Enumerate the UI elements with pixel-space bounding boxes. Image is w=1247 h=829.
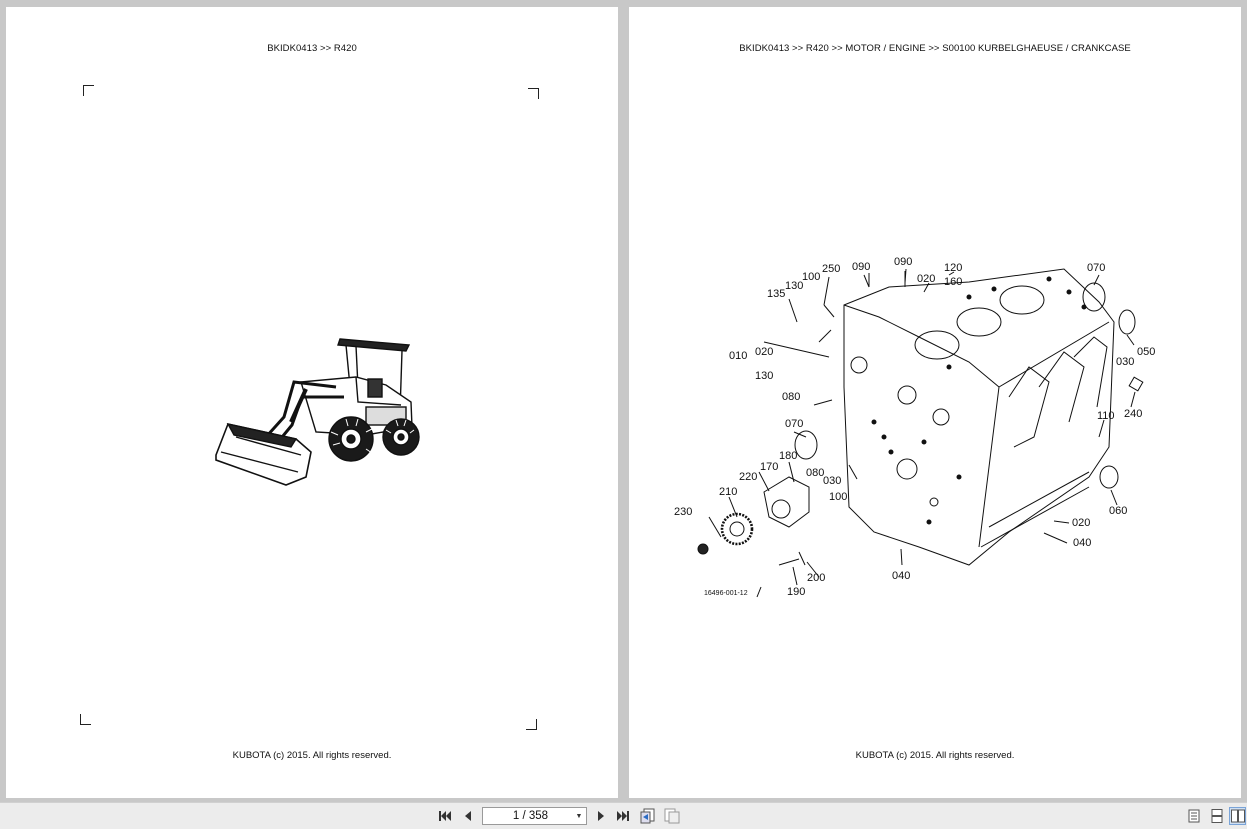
svg-text:090: 090 [894, 256, 912, 268]
first-page-icon [439, 811, 451, 821]
svg-text:070: 070 [785, 418, 803, 430]
first-page-button[interactable] [437, 808, 453, 824]
svg-text:170: 170 [760, 461, 778, 473]
next-page-button[interactable] [593, 808, 609, 824]
document-page-1: BKIDK0413 >> R420 [6, 7, 618, 798]
last-page-button[interactable] [615, 808, 631, 824]
page-footer: KUBOTA (c) 2015. All rights reserved. [855, 750, 1015, 761]
svg-text:060: 060 [1109, 505, 1127, 517]
svg-text:080: 080 [806, 467, 824, 479]
last-page-icon [617, 811, 629, 821]
two-page-view-button[interactable] [1229, 807, 1246, 825]
svg-text:135: 135 [767, 288, 785, 300]
crop-mark-bottom-left [80, 714, 91, 725]
svg-text:080: 080 [782, 391, 800, 403]
navigation-toolbar: 1 / 358 ▼ [0, 802, 1247, 829]
svg-text:250: 250 [822, 263, 840, 275]
svg-text:100: 100 [829, 491, 847, 503]
back-view-icon [640, 808, 655, 824]
svg-text:120: 120 [944, 262, 962, 274]
svg-text:200: 200 [807, 572, 825, 584]
single-page-view-button[interactable] [1186, 808, 1202, 824]
crop-mark-top-right [528, 88, 539, 99]
svg-text:090: 090 [852, 261, 870, 273]
back-view-button[interactable] [640, 808, 656, 824]
svg-text:010: 010 [729, 350, 747, 362]
svg-text:230: 230 [674, 506, 692, 518]
svg-text:070: 070 [1087, 262, 1105, 274]
page-header: BKIDK0413 >> R420 >> MOTOR / ENGINE >> S… [739, 43, 1131, 54]
two-page-icon [1230, 809, 1245, 823]
svg-text:050: 050 [1137, 346, 1155, 358]
continuous-view-icon [1211, 809, 1223, 823]
page-header: BKIDK0413 >> R420 [267, 43, 357, 54]
svg-text:190: 190 [787, 586, 805, 598]
chevron-down-icon[interactable]: ▼ [575, 812, 583, 820]
crop-mark-top-left [83, 85, 94, 96]
svg-text:020: 020 [1072, 517, 1090, 529]
svg-text:040: 040 [1073, 537, 1091, 549]
svg-text:110: 110 [1097, 410, 1115, 422]
forward-view-button[interactable] [664, 808, 680, 824]
wheel-loader-illustration [215, 338, 420, 486]
page-number-field[interactable]: 1 / 358 ▼ [482, 807, 587, 825]
svg-text:040: 040 [892, 570, 910, 582]
svg-text:100: 100 [802, 271, 820, 283]
svg-text:020: 020 [917, 273, 935, 285]
previous-page-icon [465, 811, 471, 821]
continuous-view-button[interactable] [1209, 808, 1225, 824]
previous-page-button[interactable] [460, 808, 476, 824]
svg-text:030: 030 [823, 475, 841, 487]
svg-text:180: 180 [779, 450, 797, 462]
page-indicator: 1 / 358 [512, 810, 549, 822]
svg-text:160: 160 [944, 276, 962, 288]
document-page-2: BKIDK0413 >> R420 >> MOTOR / ENGINE >> S… [629, 7, 1241, 798]
svg-text:130: 130 [785, 280, 803, 292]
svg-text:020: 020 [755, 346, 773, 358]
svg-text:030: 030 [1116, 356, 1134, 368]
svg-text:210: 210 [719, 486, 737, 498]
svg-text:240: 240 [1124, 408, 1142, 420]
svg-text:220: 220 [739, 471, 757, 483]
page-footer: KUBOTA (c) 2015. All rights reserved. [232, 750, 392, 761]
svg-text:130: 130 [755, 370, 773, 382]
next-page-icon [598, 811, 604, 821]
single-page-icon [1188, 809, 1200, 823]
drawing-code: 16496-001-12 [704, 590, 748, 597]
crop-mark-bottom-right [526, 719, 537, 730]
forward-view-icon [664, 808, 680, 824]
